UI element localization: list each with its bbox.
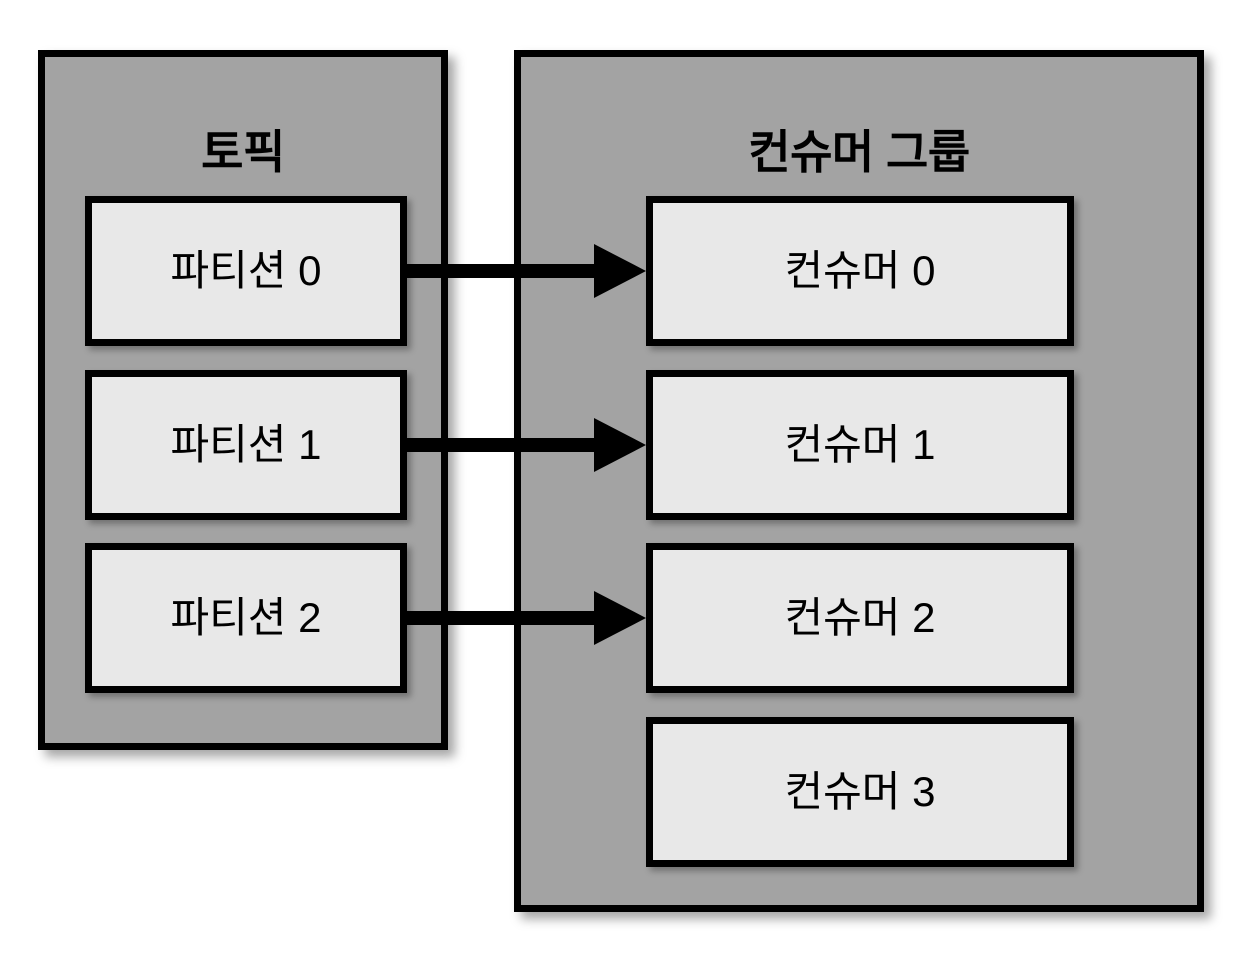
consumer-box[interactable]: 컨슈머 3 <box>646 717 1074 867</box>
consumer-box[interactable]: 컨슈머 1 <box>646 370 1074 520</box>
partition-box[interactable]: 파티션 0 <box>85 196 407 346</box>
consumer-group-title: 컨슈머 그룹 <box>748 126 970 178</box>
consumer-label: 컨슈머 3 <box>784 768 936 815</box>
partition-label: 파티션 0 <box>170 247 322 294</box>
consumer-box[interactable]: 컨슈머 2 <box>646 543 1074 693</box>
partition-label: 파티션 2 <box>170 594 322 641</box>
consumer-box[interactable]: 컨슈머 0 <box>646 196 1074 346</box>
consumer-label: 컨슈머 0 <box>784 247 936 294</box>
consumer-label: 컨슈머 1 <box>784 421 936 468</box>
partition-label: 파티션 1 <box>170 421 322 468</box>
topic-title: 토픽 <box>201 126 285 178</box>
partition-box[interactable]: 파티션 2 <box>85 543 407 693</box>
consumer-label: 컨슈머 2 <box>784 594 936 641</box>
partition-box[interactable]: 파티션 1 <box>85 370 407 520</box>
